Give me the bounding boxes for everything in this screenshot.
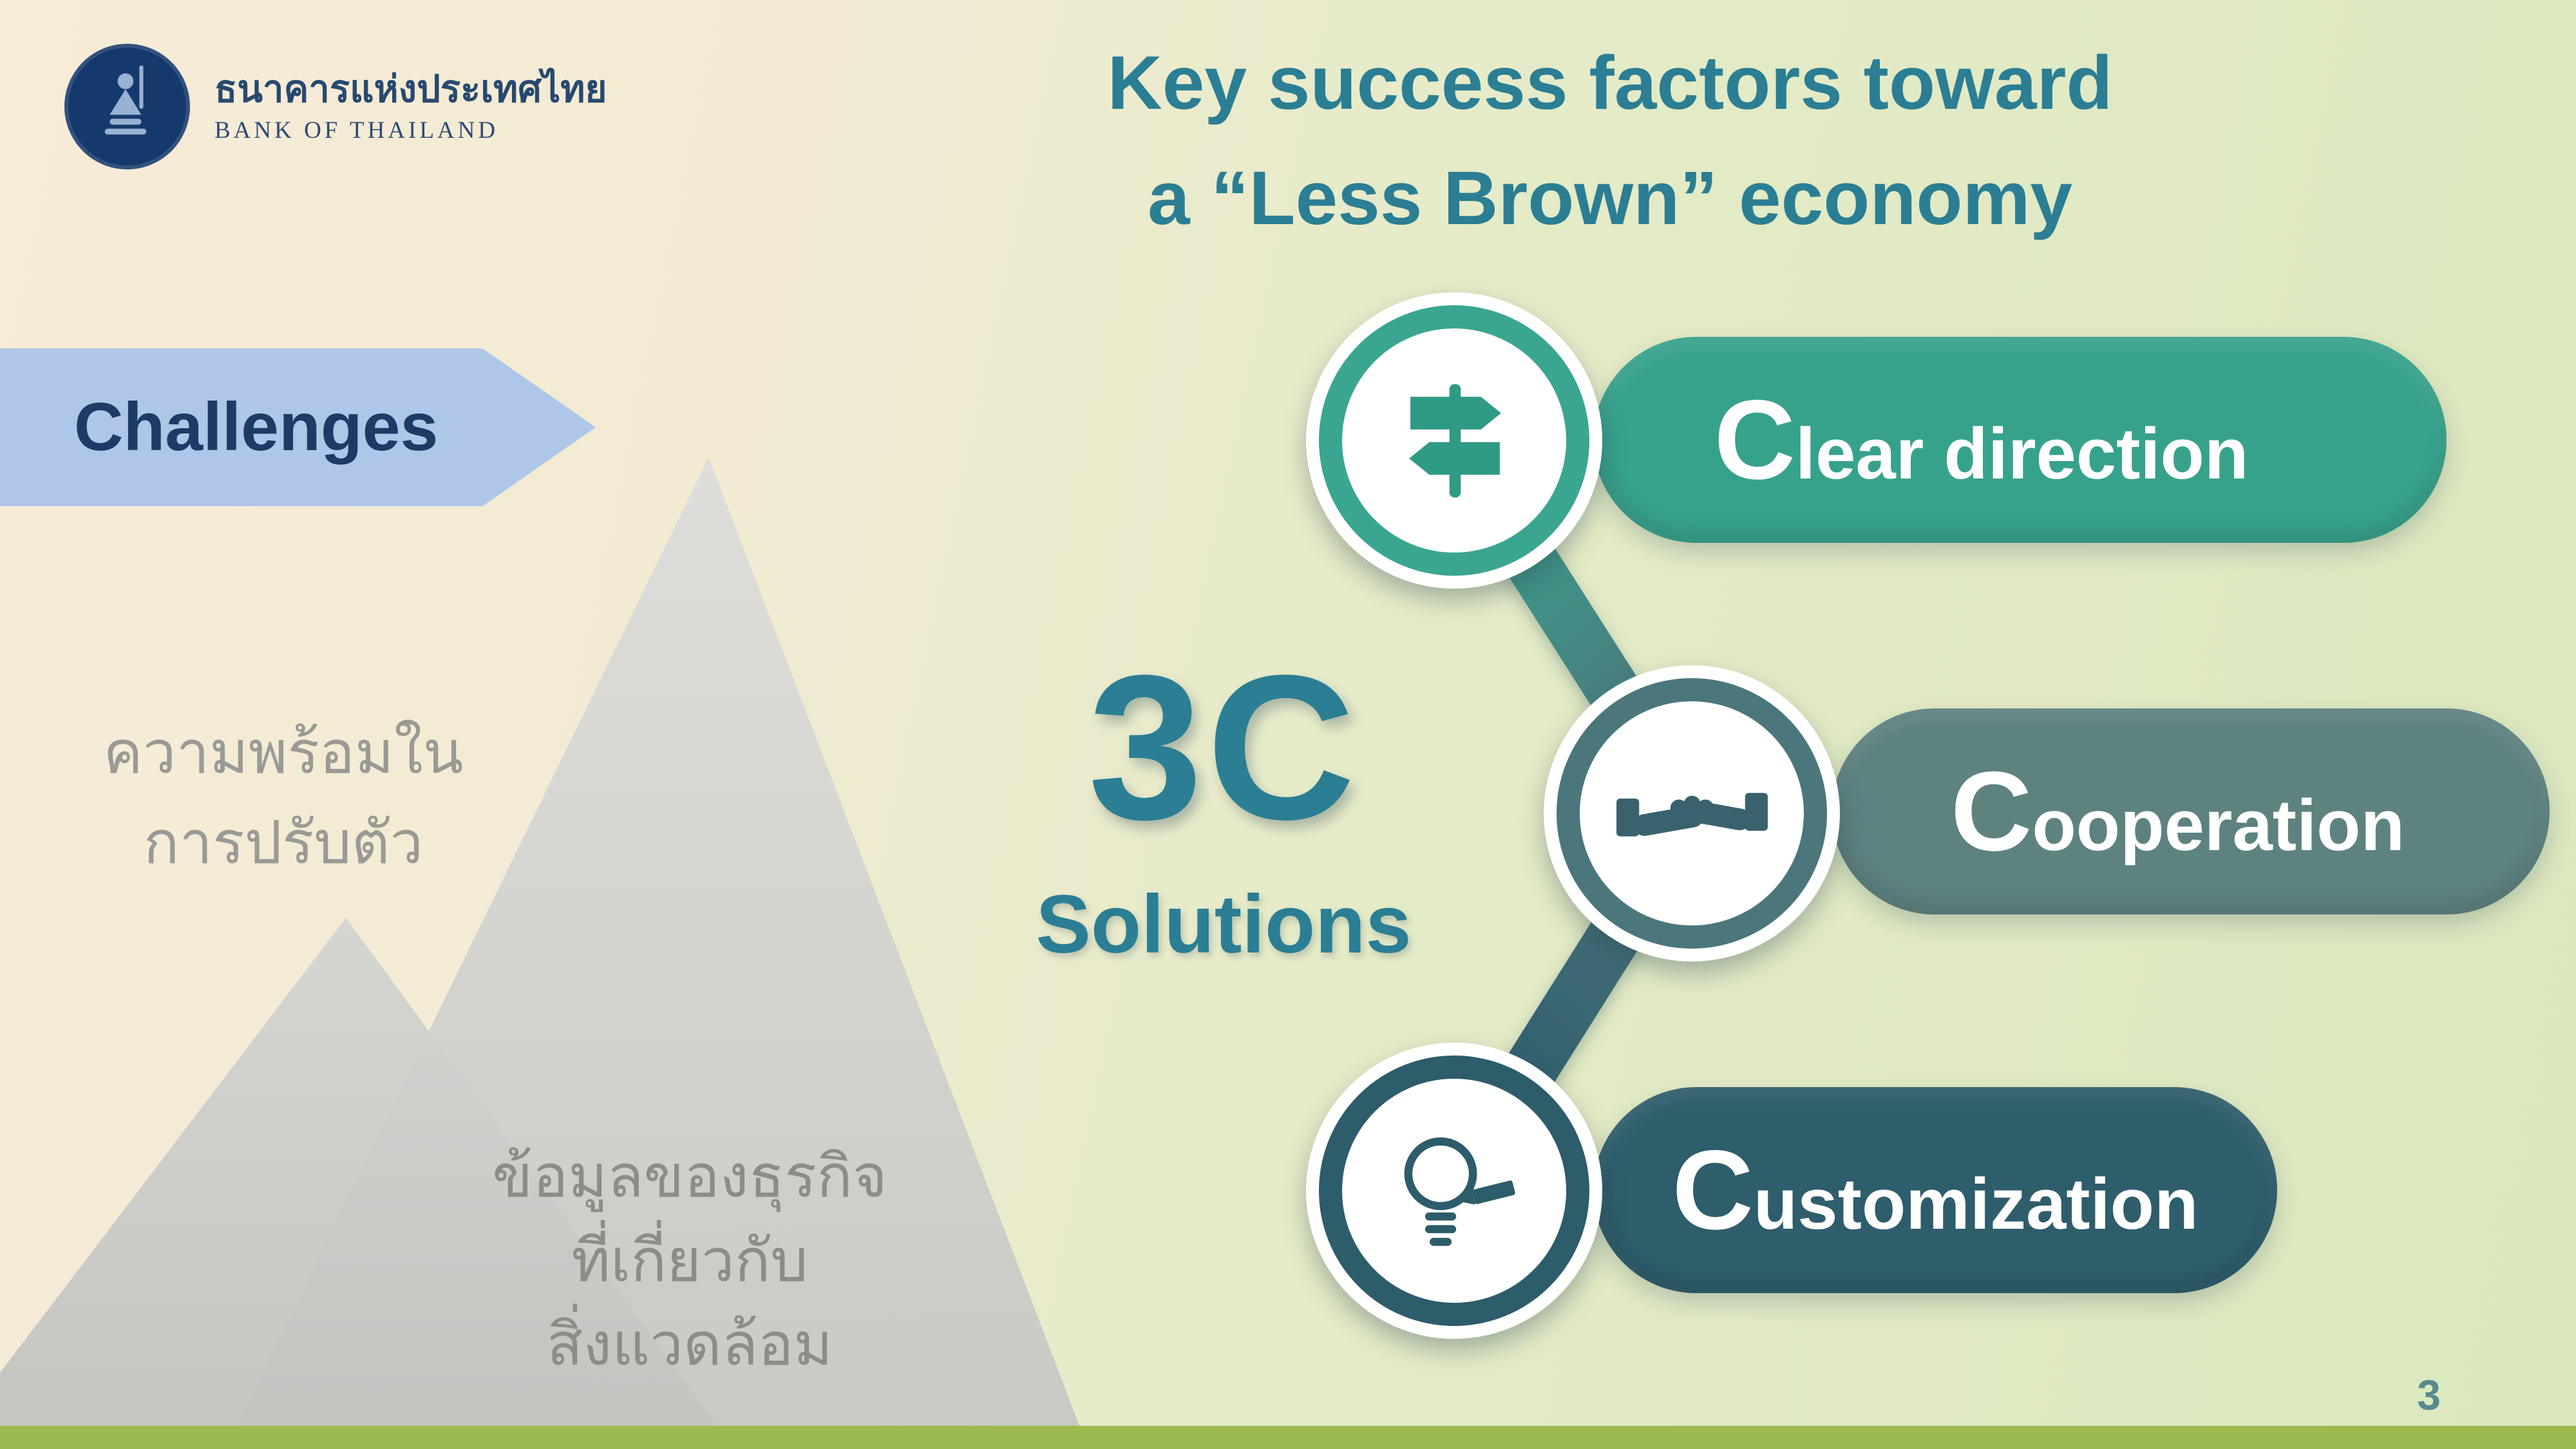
signpost-icon (1408, 384, 1501, 497)
pill-clear-direction: Clear direction (1593, 337, 2447, 543)
challenge-item-line: ที่เกี่ยวกับ (571, 1227, 808, 1294)
challenge-item-line: ความพร้อมใน (103, 720, 464, 786)
pill-rest: ustomization (1753, 1163, 2199, 1244)
challenges-banner: Challenges (0, 348, 596, 506)
pill-clear-direction-label: Clear direction (1714, 375, 2249, 505)
pill-initial: C (1950, 748, 2032, 875)
handshake-icon (1616, 793, 1768, 837)
slide-title-line2: a “Less Brown” economy (1147, 156, 2073, 242)
pill-rest: lear direction (1795, 413, 2249, 494)
footer-bar (0, 1426, 2576, 1449)
badge-customization (1306, 1043, 1602, 1339)
pill-customization-label: Customization (1672, 1126, 2198, 1255)
bot-logo: ธนาคารแห่งประเทศไทย BANK OF THAILAND (64, 44, 607, 169)
pill-rest: ooperation (2032, 784, 2405, 866)
bot-name-en: BANK OF THAILAND (214, 117, 499, 144)
pill-initial: C (1714, 377, 1796, 503)
page-number: 3 (2417, 1371, 2441, 1419)
solutions-label: Solutions (1036, 878, 1412, 971)
challenge-item-readiness: ความพร้อมใน การปรับตัว (39, 708, 528, 889)
solutions-heading: 3C Solutions (960, 644, 1488, 972)
pill-cooperation-label: Cooperation (1951, 747, 2405, 876)
bot-name-thai: ธนาคารแห่งประเทศไทย (214, 68, 607, 111)
challenge-item-data: ข้อมูลของธุรกิจ ที่เกี่ยวกับ สิ่งแวดล้อม (432, 1135, 947, 1387)
bot-emblem-icon (64, 44, 190, 169)
challenge-item-line: ข้อมูลของธุรกิจ (492, 1144, 887, 1209)
badge-ring (1557, 678, 1827, 949)
bot-logo-text: ธนาคารแห่งประเทศไทย BANK OF THAILAND (214, 69, 607, 144)
pill-cooperation: Cooperation (1832, 708, 2550, 914)
badge-clear-direction (1306, 292, 1602, 589)
badge-cooperation (1544, 665, 1840, 961)
solutions-3c: 3C (1088, 632, 1359, 862)
badge-ring (1319, 305, 1589, 576)
challenge-item-line: การปรับตัว (143, 810, 424, 876)
slide-title-line1: Key success factors toward (1107, 41, 2113, 126)
badge-ring (1319, 1056, 1589, 1326)
slide-title: Key success factors toward a “Less Brown… (966, 26, 2254, 257)
challenge-item-line: สิ่งแวดล้อม (546, 1312, 833, 1378)
challenges-label: Challenges (74, 389, 439, 465)
lightbulb-pencil-icon (1404, 1137, 1515, 1246)
pill-initial: C (1672, 1127, 1754, 1253)
pill-customization: Customization (1593, 1087, 2277, 1293)
